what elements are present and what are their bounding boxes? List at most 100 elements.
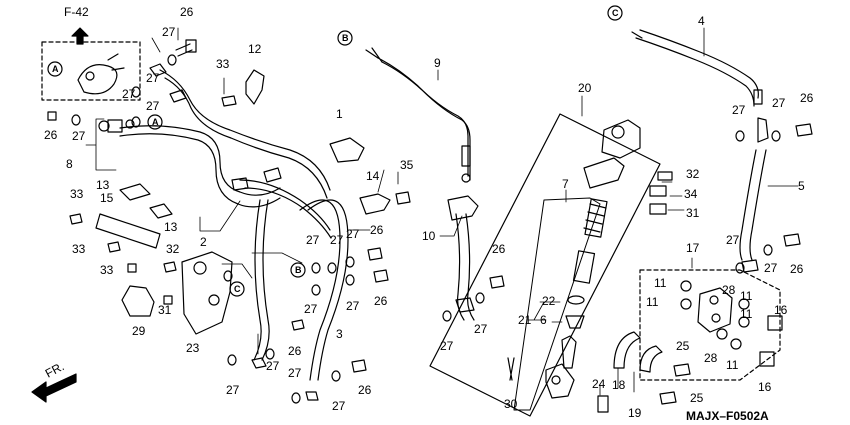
label-17: 17 xyxy=(686,241,700,255)
label-26: 26 xyxy=(374,294,388,308)
label-18: 18 xyxy=(612,378,626,392)
inset-f42 xyxy=(41,27,141,101)
label-24: 24 xyxy=(592,377,606,391)
ref-c-top-text: C xyxy=(612,8,619,18)
label-4: 4 xyxy=(698,14,705,28)
ref-b-top-text: B xyxy=(342,33,349,43)
label-22: 22 xyxy=(542,294,556,308)
label-2: 2 xyxy=(200,235,207,249)
bolts-mc-right xyxy=(597,171,673,413)
ref-circle-c-left xyxy=(229,281,245,297)
part-29 xyxy=(121,285,155,317)
ref-b-left-text: B xyxy=(295,265,302,275)
label-25: 25 xyxy=(690,391,704,405)
label-27: 27 xyxy=(226,383,240,397)
label-27: 27 xyxy=(304,302,318,316)
label-5: 5 xyxy=(798,179,805,193)
clamp-14 xyxy=(359,193,391,215)
label-11: 11 xyxy=(726,358,739,372)
ref-circle-c-top xyxy=(607,5,623,21)
label-33: 33 xyxy=(216,57,230,71)
label-27: 27 xyxy=(288,366,302,380)
label-9: 9 xyxy=(434,56,441,70)
ref-circle-b-left xyxy=(290,262,306,278)
ref-circle-a xyxy=(147,114,163,130)
label-26: 26 xyxy=(288,344,302,358)
clamps-18-19 xyxy=(613,331,691,405)
label-27: 27 xyxy=(146,99,160,113)
label-27: 27 xyxy=(772,96,786,110)
hose-9-10 xyxy=(365,47,479,321)
ref-a-inset-text: A xyxy=(52,64,59,74)
bracket-15 xyxy=(95,183,173,249)
label-28: 28 xyxy=(722,283,736,297)
label-25: 25 xyxy=(676,339,690,353)
label-30: 30 xyxy=(504,397,518,411)
drawing-code: MAJX–F0502A xyxy=(686,409,769,423)
labels: F-42 A A B B C C 26 27 1 2 33 27 27 27 26… xyxy=(43,5,814,423)
washer-27-a xyxy=(442,310,452,322)
label-28: 28 xyxy=(704,351,718,365)
front-label: FR. xyxy=(43,359,67,380)
label-26: 26 xyxy=(44,128,58,142)
label-15: 15 xyxy=(100,191,114,205)
label-23: 23 xyxy=(186,341,200,355)
label-11: 11 xyxy=(646,295,659,309)
label-13: 13 xyxy=(96,178,110,192)
label-27: 27 xyxy=(266,359,280,373)
label-33: 33 xyxy=(70,187,84,201)
clamp-1 xyxy=(329,137,365,163)
front-arrow xyxy=(31,373,77,403)
label-13: 13 xyxy=(164,220,178,234)
label-33: 33 xyxy=(72,242,86,256)
label-3: 3 xyxy=(336,327,343,341)
connector-23 xyxy=(181,251,233,335)
ref-circle-b-top xyxy=(337,30,353,46)
label-34: 34 xyxy=(684,187,698,201)
label-27: 27 xyxy=(330,233,344,247)
label-26: 26 xyxy=(180,5,194,19)
label-10: 10 xyxy=(422,229,436,243)
label-27: 27 xyxy=(162,25,176,39)
bolts-left xyxy=(47,39,411,373)
label-6: 6 xyxy=(540,313,547,327)
label-27: 27 xyxy=(440,339,454,353)
label-32: 32 xyxy=(166,242,180,256)
washers-left xyxy=(71,54,355,404)
bolt-26-mid xyxy=(489,275,505,289)
ref-circle-a-inset xyxy=(47,61,63,77)
master-cylinder-frame xyxy=(429,113,661,417)
label-26: 26 xyxy=(492,242,506,256)
label-16: 16 xyxy=(758,380,772,394)
label-11: 11 xyxy=(740,289,753,303)
label-20: 20 xyxy=(578,81,592,95)
label-32: 32 xyxy=(686,167,700,181)
ref-a-text: A xyxy=(152,117,159,127)
label-27: 27 xyxy=(146,71,160,85)
hose-4-5 xyxy=(631,29,813,274)
label-27: 27 xyxy=(306,233,320,247)
label-35: 35 xyxy=(400,158,414,172)
label-27: 27 xyxy=(764,261,778,275)
subassembly-17 xyxy=(639,269,783,381)
label-27: 27 xyxy=(122,87,136,101)
master-cylinder-parts xyxy=(507,119,641,399)
label-26: 26 xyxy=(790,262,804,276)
label-7: 7 xyxy=(562,177,569,191)
page-ref-label: F-42 xyxy=(64,5,89,19)
label-27: 27 xyxy=(332,399,346,413)
label-11: 11 xyxy=(654,276,667,290)
label-27: 27 xyxy=(474,322,488,336)
label-26: 26 xyxy=(370,223,384,237)
label-1: 1 xyxy=(336,107,343,121)
ref-c-left-text: C xyxy=(234,284,241,294)
label-8: 8 xyxy=(66,157,73,171)
label-21: 21 xyxy=(518,313,532,327)
label-31: 31 xyxy=(158,303,172,317)
clamp-12 xyxy=(245,69,265,105)
label-27: 27 xyxy=(726,233,740,247)
label-26: 26 xyxy=(358,383,372,397)
label-27: 27 xyxy=(72,129,86,143)
